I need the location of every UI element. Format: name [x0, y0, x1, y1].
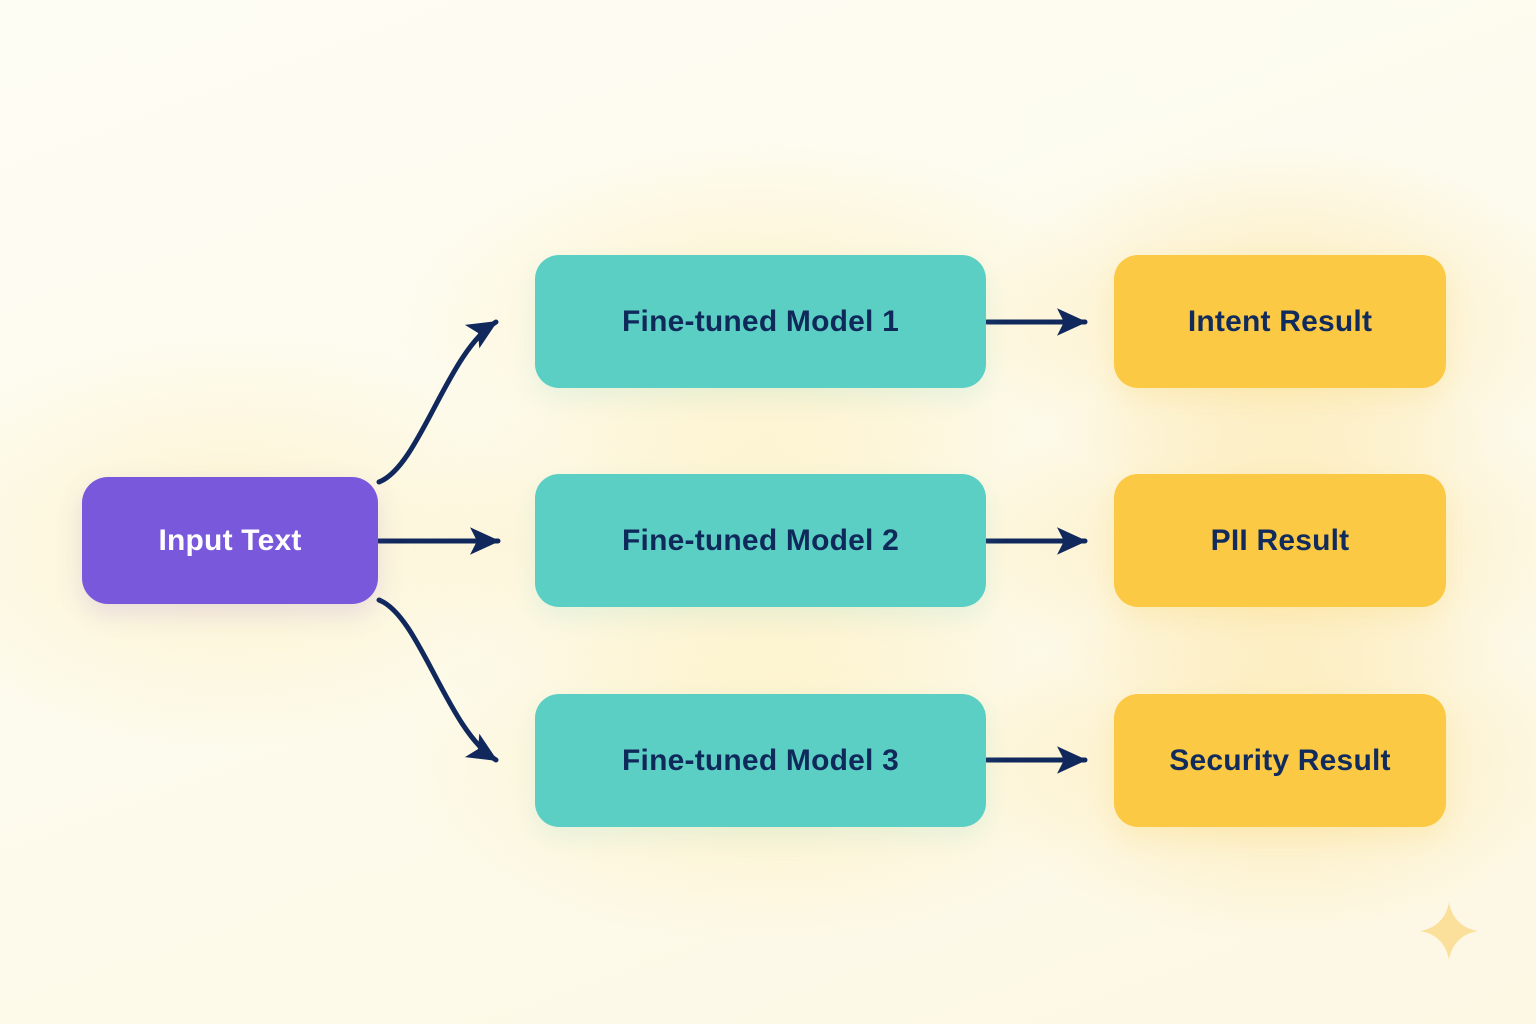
node-pii-result[interactable]: PII Result	[1114, 474, 1446, 607]
node-pii-result-label: PII Result	[1210, 524, 1350, 557]
node-security-result[interactable]: Security Result	[1114, 694, 1446, 827]
edge-input-to-model-1	[376, 319, 499, 485]
node-fine-tuned-model-3-label: Fine-tuned Model 3	[622, 744, 899, 777]
edge-input-to-model-3	[376, 597, 499, 763]
node-intent-result[interactable]: Intent Result	[1114, 255, 1446, 388]
node-fine-tuned-model-1[interactable]: Fine-tuned Model 1	[535, 255, 986, 388]
node-fine-tuned-model-2[interactable]: Fine-tuned Model 2	[535, 474, 986, 607]
node-input-text[interactable]: Input Text	[82, 477, 378, 604]
node-security-result-label: Security Result	[1169, 744, 1391, 777]
node-fine-tuned-model-1-label: Fine-tuned Model 1	[622, 305, 899, 338]
node-fine-tuned-model-2-label: Fine-tuned Model 2	[622, 524, 899, 557]
node-intent-result-label: Intent Result	[1187, 305, 1373, 338]
node-input-text-label: Input Text	[158, 524, 302, 557]
node-fine-tuned-model-3[interactable]: Fine-tuned Model 3	[535, 694, 986, 827]
sparkle-icon	[1420, 902, 1478, 960]
